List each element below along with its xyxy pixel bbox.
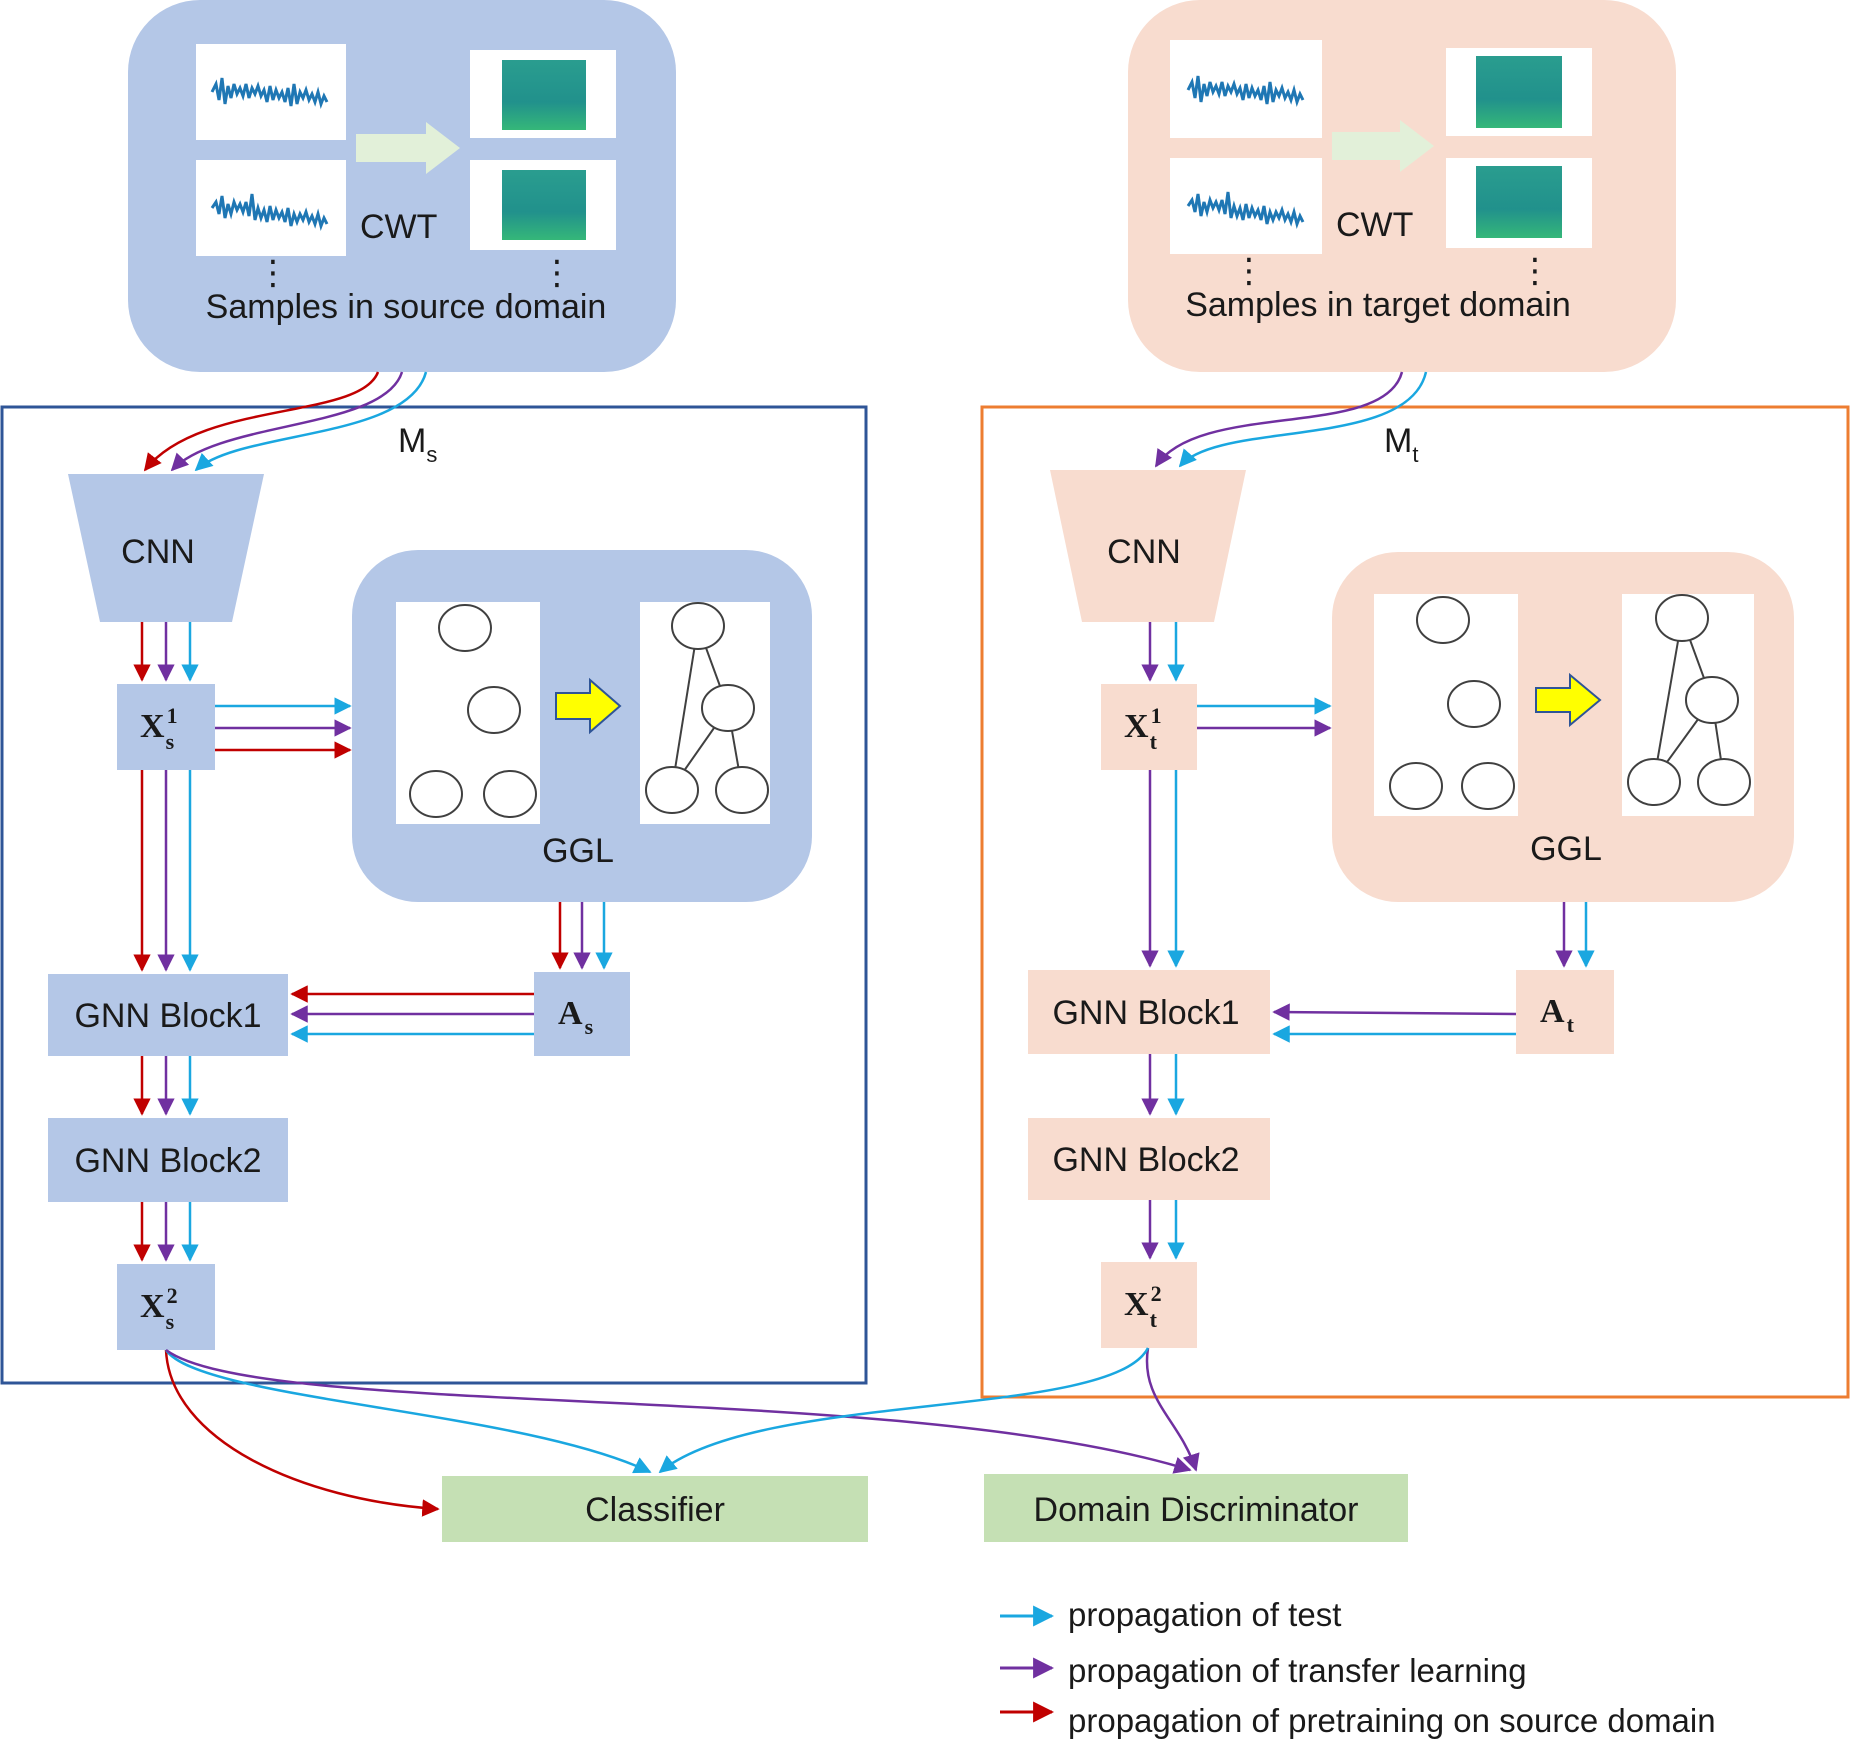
target-spectrogram-1 [1446,48,1592,136]
svg-text:propagation of transfer learni: propagation of transfer learning [1068,1652,1527,1689]
target-model-frame [980,405,1850,1399]
source-ggl-label: GGL [542,832,614,870]
target-cwt-arrow-icon [1332,120,1434,172]
source-x2-node [117,1264,215,1350]
svg-text:propagation of pretraining on: propagation of pretraining on source dom… [1068,1702,1716,1739]
target-arrows [658,371,1595,1474]
source-ellipsis-left: ⋮ [256,254,290,292]
target-gnn-block1-label: GNN Block1 [1052,994,1239,1032]
target-gnn-block2-label: GNN Block2 [1052,1141,1239,1179]
legend-item-transfer: propagation of transfer learning [1000,1652,1527,1689]
discriminator-block [984,1474,1408,1542]
target-cnn-label: CNN [1107,533,1181,571]
source-ellipsis-right: ⋮ [540,254,574,292]
target-cnn-block [1050,470,1246,622]
source-adjacency-label: As [558,995,594,1039]
classifier-label: Classifier [585,1491,725,1529]
target-ellipsis-right: ⋮ [1518,252,1552,290]
target-samples-panel: CWT ⋮ ⋮ Samples in target domain [1128,0,1676,372]
target-x1-node [1101,684,1197,770]
target-ggl-arrow-icon [1535,672,1602,728]
source-x1-node [117,684,215,770]
classifier-block [442,1476,868,1542]
source-ggl-arrow-icon [555,677,622,735]
target-ggl-label: GGL [1530,830,1602,868]
source-gnn-block1-label: GNN Block1 [74,997,261,1035]
source-samples-label: Samples in source domain [206,288,607,326]
target-spectrogram-2 [1446,158,1592,248]
target-waveform-plot-2 [1170,158,1322,254]
target-adjacency-label: At [1540,993,1575,1037]
source-gnn-block1 [48,974,288,1056]
source-ggl-module: GGL [352,550,812,902]
target-cwt-label: CWT [1336,206,1413,244]
source-spectrogram-2 [470,160,616,250]
source-spectrogram-1 [470,50,616,138]
legend: propagation of test propagation of trans… [1000,1596,1716,1739]
source-cnn-label: CNN [121,533,195,571]
target-gnn-block1 [1028,970,1270,1054]
source-gnn-block2 [48,1118,288,1202]
source-model-label: Ms [398,422,437,467]
legend-item-pretrain: propagation of pretraining on source dom… [1000,1701,1716,1739]
source-cwt-label: CWT [360,208,437,246]
source-waveform-plot-2 [196,160,346,256]
source-gnn-block2-label: GNN Block2 [74,1142,261,1180]
source-cnn-block [68,474,264,622]
discriminator-label: Domain Discriminator [1034,1491,1359,1529]
source-adjacency-node [534,972,630,1056]
source-samples-panel: CWT ⋮ ⋮ Samples in source domain [128,0,676,372]
target-ggl-module: GGL [1332,552,1794,902]
legend-item-test: propagation of test [1000,1596,1341,1633]
source-waveform-plot-1 [196,44,346,140]
target-samples-label: Samples in target domain [1185,286,1571,324]
target-ellipsis-left: ⋮ [1232,252,1266,290]
target-model-label: Mt [1384,422,1418,467]
source-model-frame [0,405,868,1385]
source-arrows [133,371,1192,1517]
source-cwt-arrow-icon [356,122,460,174]
svg-text:propagation of test: propagation of test [1068,1596,1341,1633]
target-gnn-block2 [1028,1118,1270,1200]
target-waveform-plot-1 [1170,40,1322,138]
target-x2-node [1101,1262,1197,1348]
target-adjacency-node [1516,970,1614,1054]
